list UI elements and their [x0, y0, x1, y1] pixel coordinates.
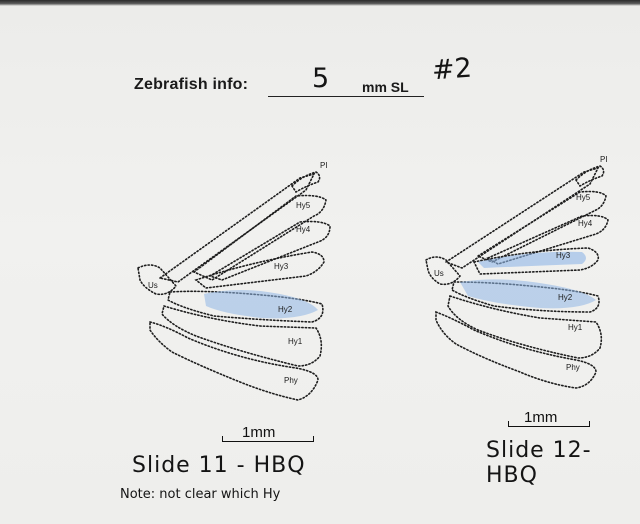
right-scale-label: 1mm [524, 409, 557, 426]
left-phy-outline [150, 322, 318, 400]
left-label-hy4: Hy4 [296, 225, 311, 234]
left-hy2-stain [204, 290, 318, 318]
left-slide-label: Slide 11 - HBQ [132, 453, 306, 478]
right-hy2-stain [460, 279, 596, 308]
right-scale-bar [508, 426, 590, 427]
right-label-hy3: Hy3 [556, 251, 571, 260]
left-label-hy1: Hy1 [288, 337, 303, 346]
left-note: Note: not clear which Hy [120, 487, 280, 502]
right-label-hy2: Hy2 [558, 293, 573, 302]
left-label-us: Us [148, 281, 158, 290]
right-label-phy: Phy [566, 363, 580, 372]
right-label-hy5: Hy5 [576, 193, 591, 202]
left-hy3-outline [196, 252, 324, 288]
right-label-pi: PI [600, 155, 608, 164]
right-label-hy4: Hy4 [578, 219, 593, 228]
left-label-hy3: Hy3 [274, 262, 289, 271]
left-scale-label: 1mm [242, 424, 275, 441]
right-label-us: Us [434, 269, 444, 278]
left-label-pi: PI [320, 161, 328, 170]
left-label-phy: Phy [284, 376, 298, 385]
left-hy4-outline [210, 222, 330, 281]
left-scale-bar [222, 441, 314, 442]
left-label-hy5: Hy5 [296, 201, 311, 210]
left-label-hy2: Hy2 [278, 305, 293, 314]
right-label-hy1: Hy1 [568, 323, 583, 332]
right-slide-label: Slide 12-HBQ [486, 438, 640, 488]
